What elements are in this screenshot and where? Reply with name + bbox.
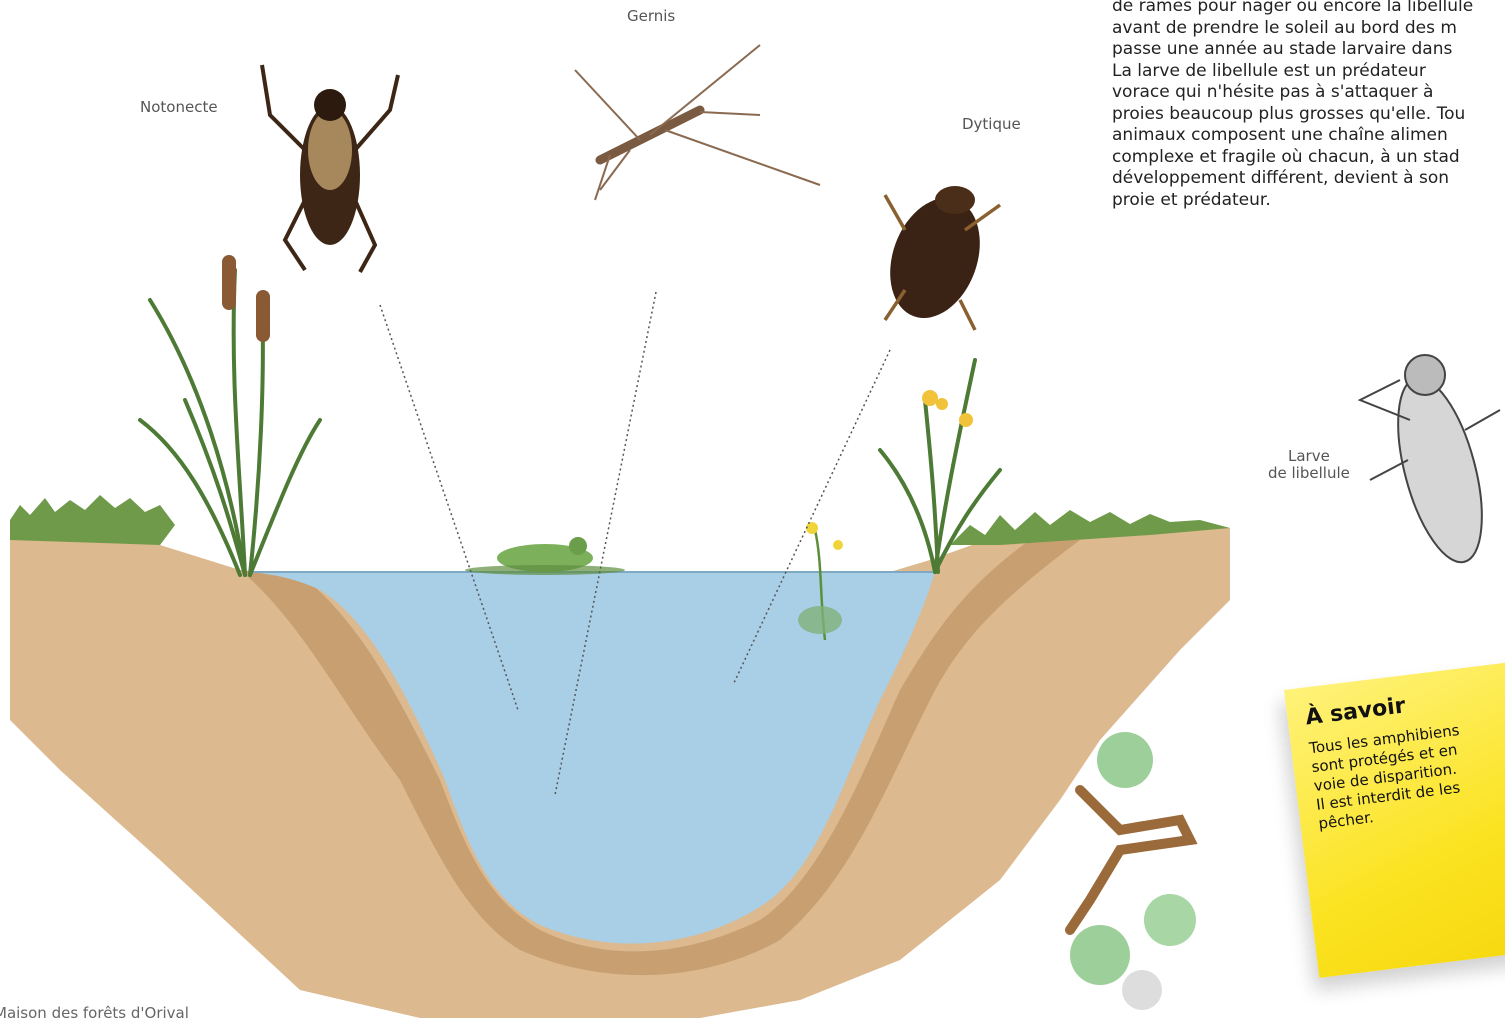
note-body: Tous les amphibiens sont protégés et en … (1308, 714, 1505, 833)
label-dytique: Dytique (962, 116, 1021, 133)
label-notonecte: Notonecte (140, 99, 218, 116)
paragraph-line: proie et prédateur. (1112, 190, 1505, 212)
paragraph-line: complexe et fragile où chacun, à un stad (1112, 147, 1505, 169)
footer-credit: Maison des forêts d'Orival (0, 1004, 189, 1022)
paragraph-line: de rames pour nager ou encore la libellu… (1112, 0, 1505, 18)
dragonfly-larva (1360, 355, 1500, 571)
paragraph-line: vorace qui n'hésite pas à s'attaquer à (1112, 82, 1505, 104)
paragraph-line: proies beaucoup plus grosses qu'elle. To… (1112, 104, 1505, 126)
paragraph-line: avant de prendre le soleil au bord des m (1112, 18, 1505, 40)
paragraph-line: animaux composent une chaîne alimen (1112, 125, 1505, 147)
frog-lilypads (1070, 732, 1196, 1010)
dytique-insect (874, 185, 1000, 330)
note-title: À savoir (1304, 693, 1407, 730)
sticky-note: À savoir Tous les amphibiens sont protég… (1284, 656, 1505, 978)
cattail-2 (256, 290, 270, 342)
notonecte-insect (262, 65, 398, 272)
paragraph-line: La larve de libellule est un prédateur (1112, 61, 1505, 83)
label-larve-line2: de libellule (1268, 465, 1350, 482)
paragraph-line: passe une année au stade larvaire dans (1112, 39, 1505, 61)
text-paragraph: de rames pour nager ou encore la libellu… (1112, 0, 1505, 211)
frog-on-water (465, 537, 625, 575)
gernis-insect (575, 45, 820, 200)
paragraph-line: développement différent, devient à son (1112, 168, 1505, 190)
cattail-1 (222, 255, 236, 310)
label-gernis: Gernis (627, 8, 675, 25)
label-larve: Larve de libellule (1268, 448, 1350, 481)
label-larve-line1: Larve (1268, 448, 1350, 465)
grass-left (10, 495, 175, 545)
